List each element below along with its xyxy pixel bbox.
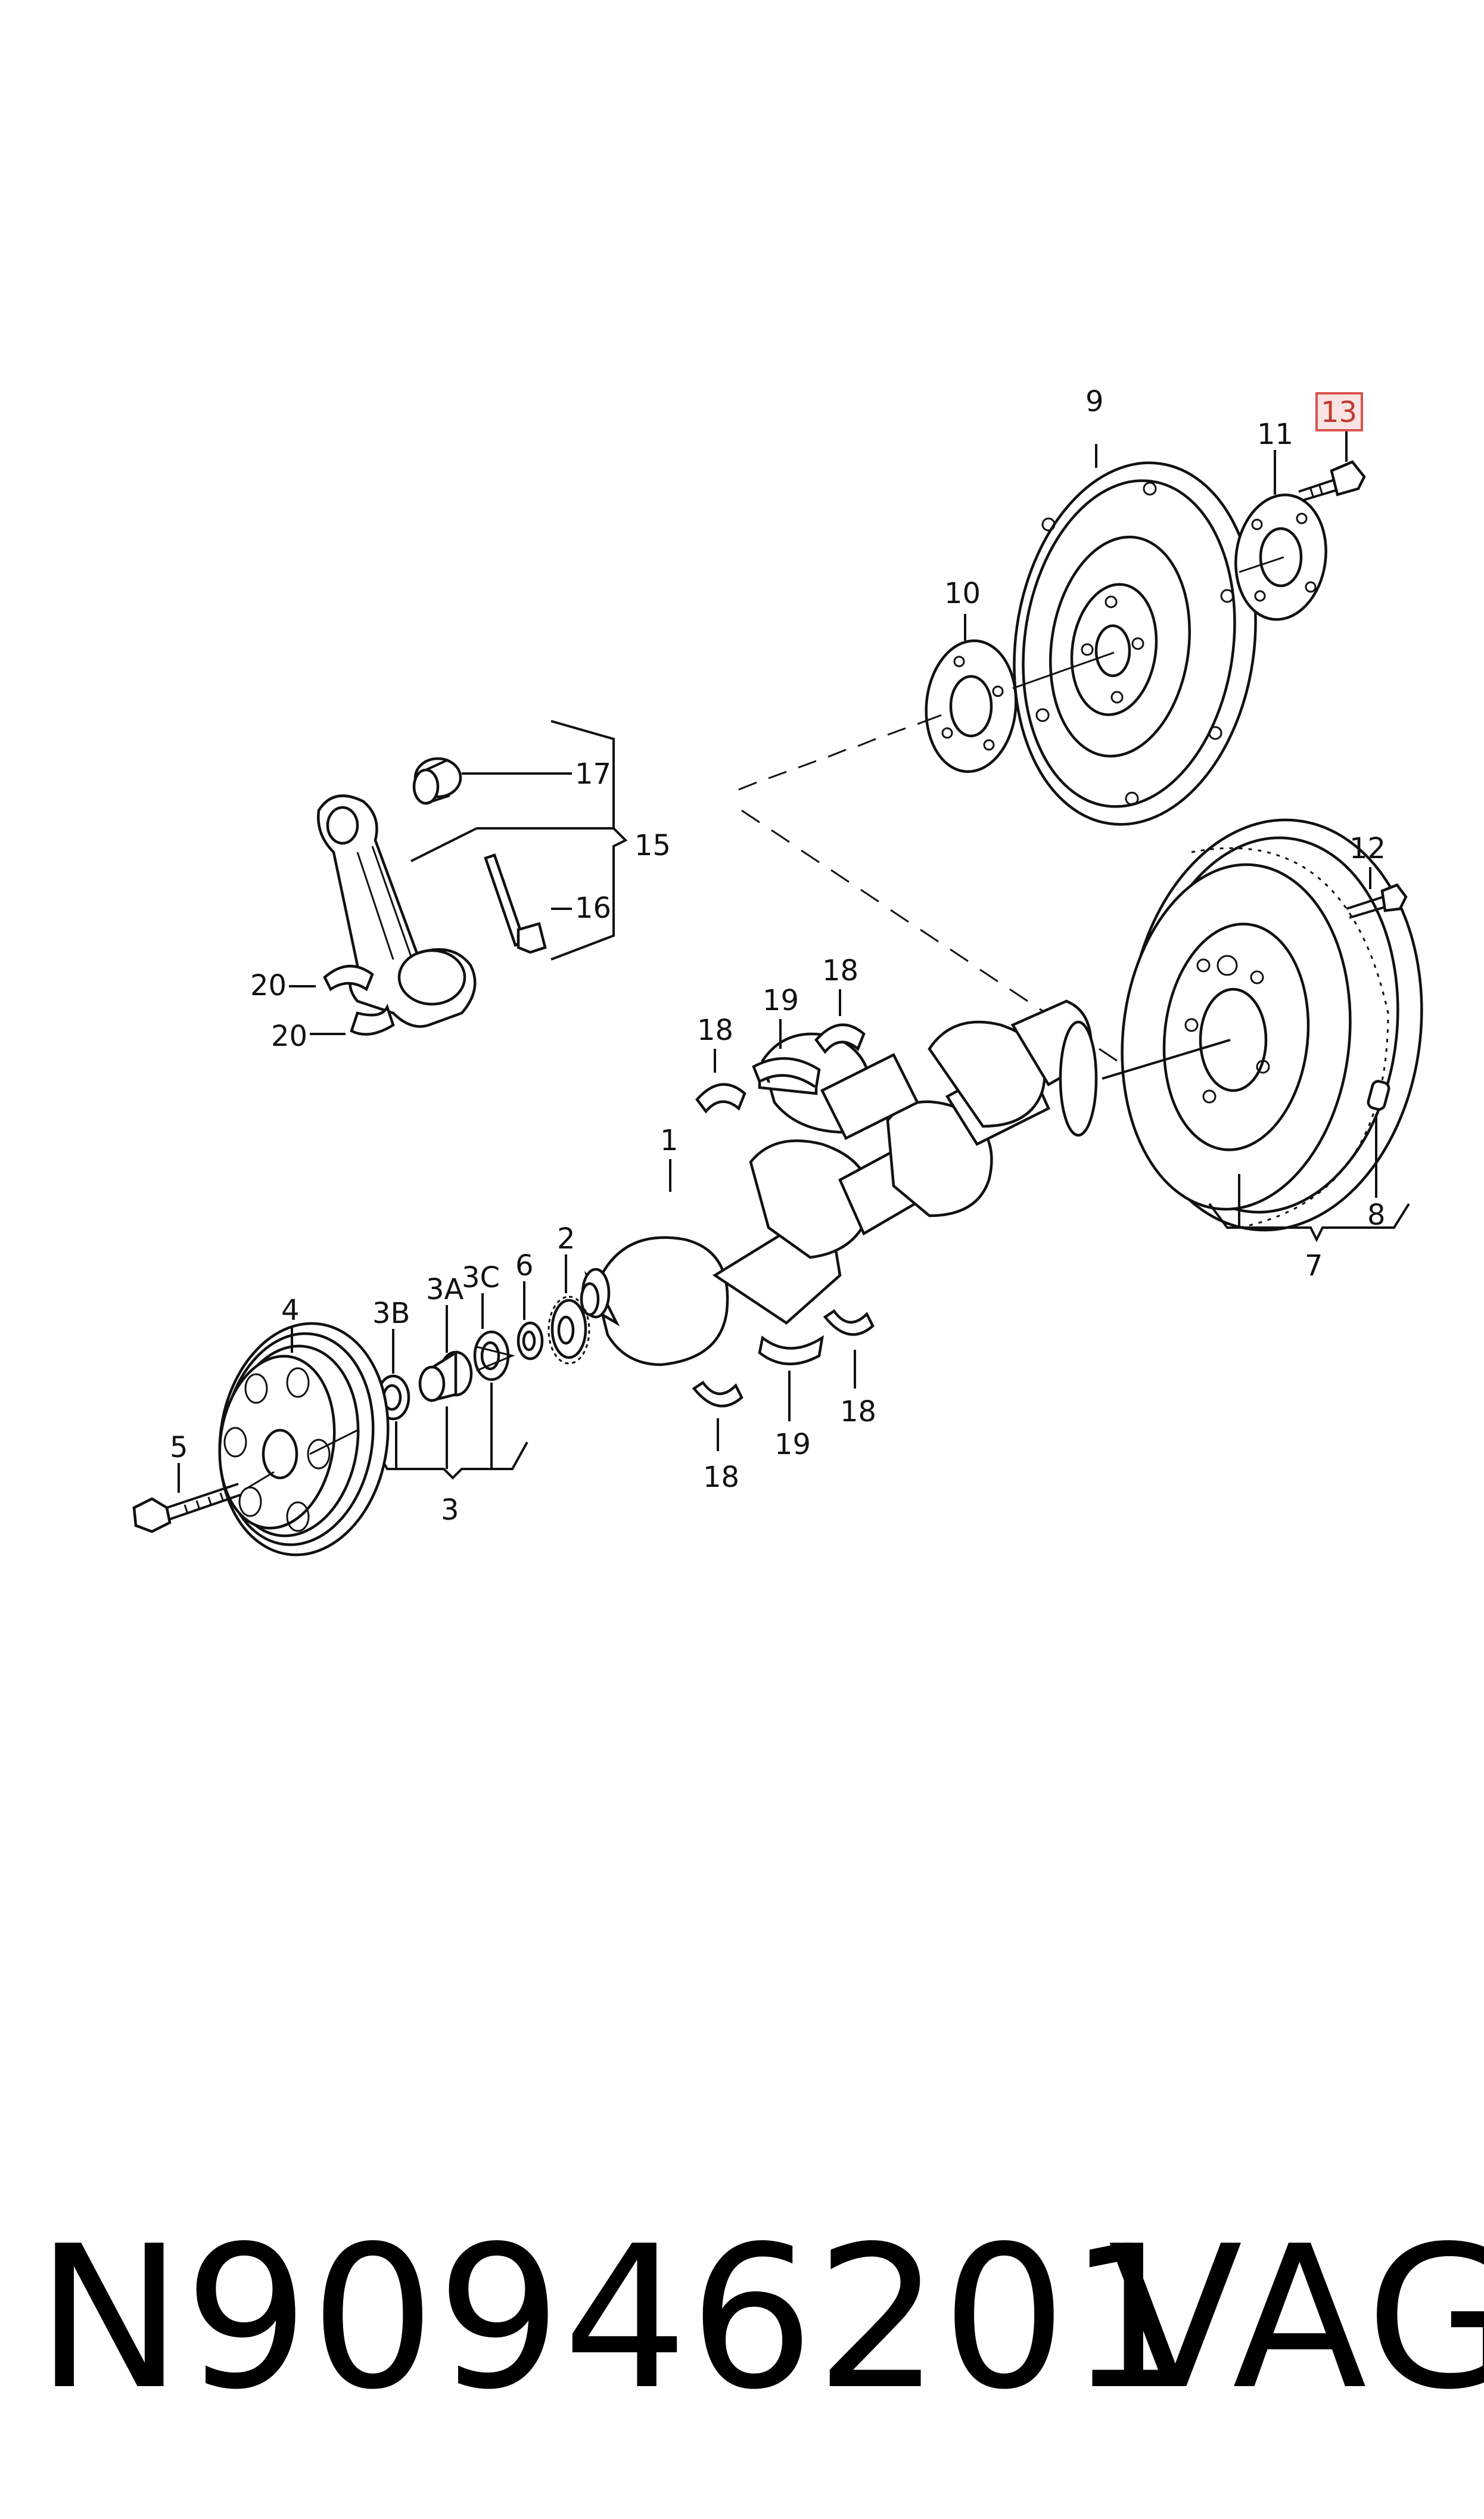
plate-part-11 bbox=[1234, 493, 1327, 621]
thrust-washer-part-18-b bbox=[814, 1023, 866, 1054]
callout-11[interactable]: 11 bbox=[1257, 418, 1293, 451]
callout-20-upper[interactable]: 20 bbox=[250, 969, 287, 1002]
connecting-rod-part bbox=[317, 794, 477, 1028]
main-bearing-shell-part-19-b bbox=[758, 1335, 825, 1366]
callout-18-d[interactable]: 18 bbox=[703, 1461, 739, 1494]
callout-3a[interactable]: 3A bbox=[426, 1273, 464, 1306]
callout-3b[interactable]: 3B bbox=[372, 1297, 410, 1330]
crankshaft-part-1 bbox=[580, 999, 1098, 1366]
callout-19-a[interactable]: 19 bbox=[763, 984, 799, 1017]
callout-13-highlight[interactable]: 13 bbox=[1315, 392, 1363, 431]
thrust-washer-part-18-c bbox=[692, 1380, 743, 1408]
bolt-part-13 bbox=[1298, 460, 1366, 502]
callout-17[interactable]: 17 bbox=[575, 757, 611, 791]
bearing-shell-part-20-upper bbox=[323, 965, 374, 992]
callout-20-lower[interactable]: 20 bbox=[271, 1020, 307, 1053]
callout-1[interactable]: 1 bbox=[660, 1124, 679, 1157]
callout-19-b[interactable]: 19 bbox=[774, 1428, 811, 1461]
thrust-washer-part-18-a bbox=[695, 1083, 746, 1114]
callout-13[interactable]: 13 bbox=[1321, 396, 1357, 429]
seal-ring-part-3c bbox=[473, 1330, 515, 1381]
callout-7[interactable]: 7 bbox=[1305, 1249, 1323, 1282]
main-bearing-shell-part-19-a bbox=[752, 1057, 821, 1095]
callout-5[interactable]: 5 bbox=[170, 1431, 188, 1464]
callout-12[interactable]: 12 bbox=[1349, 832, 1386, 865]
bolt-part-12 bbox=[1346, 883, 1408, 919]
sleeve-part-3a bbox=[418, 1350, 473, 1402]
dowel-part-8 bbox=[1367, 1080, 1390, 1111]
callout-8[interactable]: 8 bbox=[1367, 1198, 1386, 1232]
callout-2[interactable]: 2 bbox=[557, 1222, 575, 1256]
rod-bolt-part-16 bbox=[484, 853, 547, 954]
plate-part-10 bbox=[925, 639, 1018, 774]
callout-6[interactable]: 6 bbox=[515, 1249, 534, 1282]
sprocket-part-2 bbox=[547, 1296, 590, 1365]
callout-4[interactable]: 4 bbox=[281, 1294, 300, 1327]
flywheel-part-7 bbox=[1121, 818, 1423, 1232]
brand-label: VAG bbox=[1108, 2204, 1484, 2433]
callout-3c[interactable]: 3C bbox=[462, 1261, 500, 1294]
thrust-washer-part-18-d bbox=[823, 1309, 875, 1336]
callout-3[interactable]: 3 bbox=[441, 1493, 459, 1527]
flywheel-part-9 bbox=[1013, 461, 1257, 826]
callout-18-c[interactable]: 18 bbox=[840, 1395, 876, 1428]
callout-10[interactable]: 10 bbox=[944, 577, 981, 610]
washer-part-6 bbox=[517, 1321, 544, 1361]
pulley-part-4 bbox=[218, 1322, 390, 1557]
bearing-shell-part-20-lower bbox=[350, 1004, 395, 1036]
part-number-label: N90946201 bbox=[36, 2204, 1194, 2433]
callout-labels: 9 11 13 10 17 15 16 12 20 20 18 19 18 1 … bbox=[170, 385, 1386, 1527]
bush-part-17 bbox=[412, 757, 462, 805]
callout-16[interactable]: 16 bbox=[575, 892, 611, 925]
bolt-part-5 bbox=[132, 1483, 242, 1533]
callout-9[interactable]: 9 bbox=[1085, 385, 1104, 418]
callout-15[interactable]: 15 bbox=[634, 829, 671, 862]
callout-18-b[interactable]: 18 bbox=[822, 954, 858, 987]
callout-18-a[interactable]: 18 bbox=[697, 1014, 733, 1047]
